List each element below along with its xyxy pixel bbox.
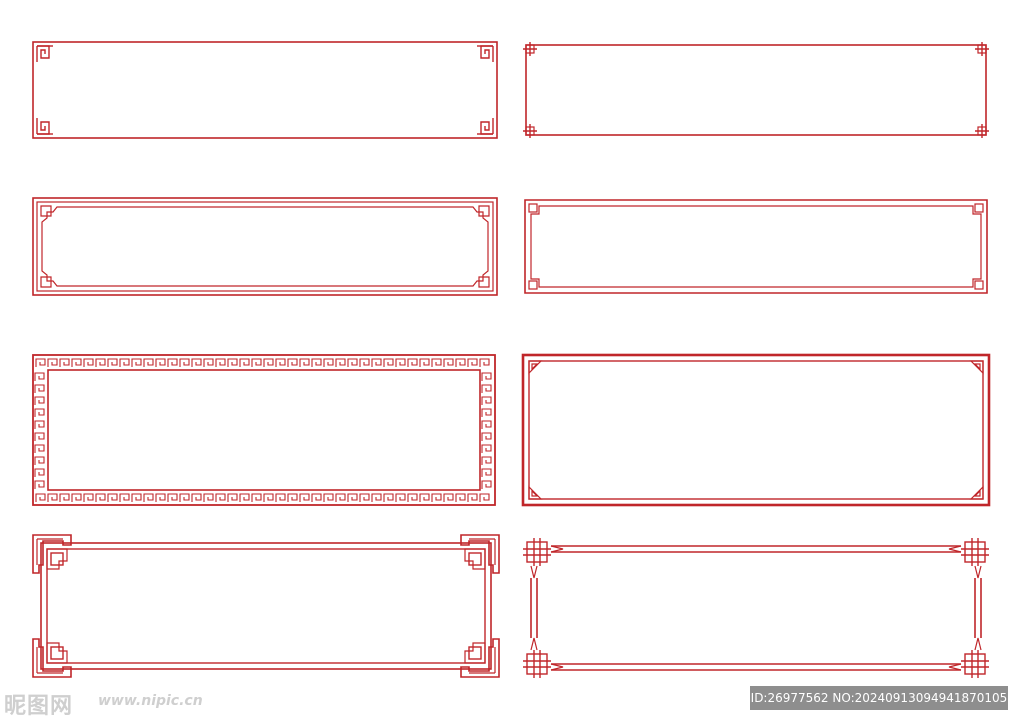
frame-greek-key-fret-border [32, 354, 496, 506]
image-id-bar: ID:26977562 NO:20240913094941870105 [750, 686, 1008, 710]
frame-lattice-knot-corners [32, 534, 500, 678]
frame-chinese-knot-double-rail [523, 538, 989, 678]
watermark-url: www.nipic.cn [98, 693, 203, 709]
frame-thin-line-key-corners [32, 41, 498, 139]
watermark-logo: 昵图网 [4, 693, 74, 719]
frame-bold-double-line-triangle-corners [521, 353, 991, 507]
frame-double-line-notched-corners [32, 197, 498, 296]
frame-double-line-stepped-corners [524, 199, 988, 294]
frame-thin-line-cross-corners [523, 42, 989, 138]
